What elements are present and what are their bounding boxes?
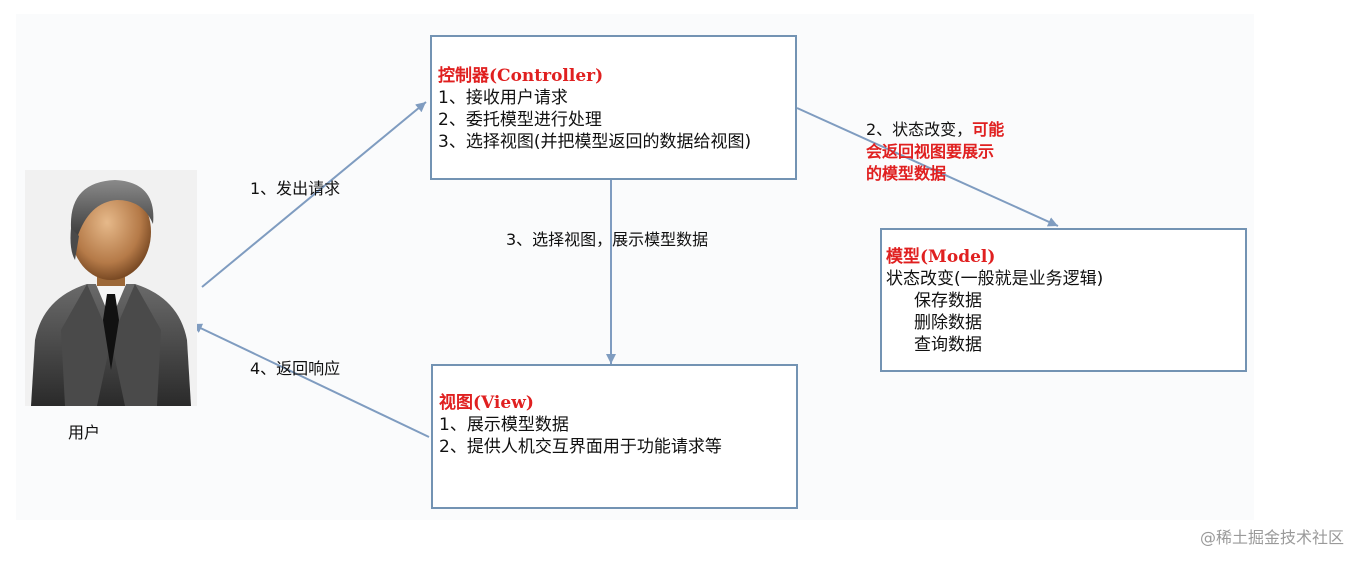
arrow-request <box>201 101 427 288</box>
label-state-change-red-1: 可能 <box>972 120 1005 139</box>
model-title: 模型(Model) <box>886 247 996 267</box>
label-select-view: 3、选择视图，展示模型数据 <box>506 230 709 249</box>
view-box: 视图(View) 1、展示模型数据 2、提供人机交互界面用于功能请求等 <box>431 364 798 509</box>
view-title: 视图(View) <box>439 393 534 413</box>
view-line-2: 2、提供人机交互界面用于功能请求等 <box>439 437 722 457</box>
model-line-3: 删除数据 <box>914 313 982 333</box>
user-label: 用户 <box>68 423 101 442</box>
arrow-state-change <box>796 107 1059 227</box>
controller-line-3: 3、选择视图(并把模型返回的数据给视图) <box>438 132 752 152</box>
label-request: 1、发出请求 <box>250 179 341 198</box>
controller-line-2: 2、委托模型进行处理 <box>438 110 602 130</box>
user-avatar <box>25 170 197 406</box>
label-state-change-red-3: 的模型数据 <box>866 164 947 183</box>
label-state-change: 2、状态改变，可能 会返回视图要展示 的模型数据 <box>866 119 1004 185</box>
label-state-change-red-2: 会返回视图要展示 <box>866 142 995 161</box>
arrow-response <box>191 323 430 438</box>
watermark: @稀土掘金技术社区 <box>1199 528 1344 547</box>
model-box: 模型(Model) 状态改变(一般就是业务逻辑) 保存数据 删除数据 查询数据 <box>880 228 1247 372</box>
model-line-2: 保存数据 <box>914 291 982 311</box>
view-line-1: 1、展示模型数据 <box>439 415 569 435</box>
label-response: 4、返回响应 <box>250 359 341 378</box>
controller-title: 控制器(Controller) <box>438 66 604 86</box>
model-line-1: 状态改变(一般就是业务逻辑) <box>886 269 1104 289</box>
label-state-change-text: 2、状态改变， <box>866 120 973 139</box>
model-line-4: 查询数据 <box>914 335 982 355</box>
controller-line-1: 1、接收用户请求 <box>438 88 568 108</box>
businessman-icon <box>31 180 191 406</box>
controller-box: 控制器(Controller) 1、接收用户请求 2、委托模型进行处理 3、选择… <box>430 35 797 180</box>
